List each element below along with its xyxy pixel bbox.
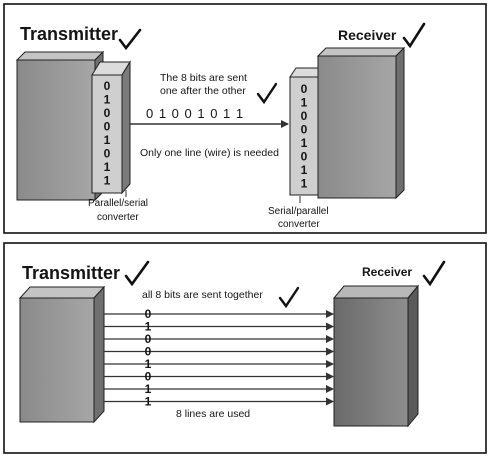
- check-icon: [124, 260, 150, 287]
- check-icon: [402, 22, 426, 49]
- parallel-transmitter-box: [18, 285, 106, 424]
- serial-rx-bit: 0: [301, 82, 308, 96]
- parallel-bit: 1: [145, 320, 152, 334]
- parallel-bit: 1: [145, 357, 152, 371]
- serial-line-bits: 0 1 0 0 1 0 1 1: [146, 106, 244, 121]
- serial-rx-converter-label-1: Serial/parallel: [268, 206, 329, 217]
- serial-rx-bit: 1: [301, 96, 308, 110]
- serial-rx-bit: 0: [301, 150, 308, 164]
- serial-note-line-2: one after the other: [160, 85, 246, 97]
- parallel-receiver-box: [332, 284, 420, 428]
- serial-tx-bit: 1: [104, 174, 111, 188]
- serial-rx-converter-label-2: converter: [278, 219, 320, 230]
- serial-tx-bit: 0: [104, 79, 111, 93]
- parallel-together-note: all 8 bits are sent together: [142, 289, 263, 301]
- serial-transmitter-title: Transmitter: [20, 24, 118, 44]
- serial-rx-converter: [289, 67, 325, 196]
- serial-tx-bit: 0: [104, 120, 111, 134]
- serial-rx-bit: 1: [301, 177, 308, 191]
- parallel-receiver-title: Receiver: [362, 265, 412, 279]
- serial-rx-bit: 1: [301, 136, 308, 150]
- serial-tx-converter-label-2: converter: [97, 212, 139, 223]
- serial-receiver-title: Receiver: [338, 27, 397, 43]
- serial-tx-converter-label-1: Parallel/serial: [88, 198, 148, 209]
- serial-wire-note: Only one line (wire) is needed: [140, 147, 279, 159]
- check-icon: [278, 286, 300, 309]
- serial-tx-bit: 1: [104, 133, 111, 147]
- parallel-bit: 0: [145, 370, 152, 384]
- parallel-transmitter-title: Transmitter: [22, 263, 120, 283]
- serial-tx-bit: 1: [104, 93, 111, 107]
- parallel-bit: 0: [145, 332, 152, 346]
- serial-tx-converter: [91, 60, 131, 195]
- check-icon: [118, 28, 142, 51]
- parallel-bit: 0: [145, 307, 152, 321]
- serial-transmitter-box: [15, 50, 105, 202]
- parallel-bit: 1: [145, 395, 152, 409]
- parallel-bit: 0: [145, 345, 152, 359]
- serial-receiver-box: [316, 46, 406, 200]
- serial-rx-bit: 0: [301, 123, 308, 137]
- parallel-bit: 1: [145, 382, 152, 396]
- check-icon: [256, 82, 278, 105]
- check-icon: [422, 260, 446, 287]
- serial-rx-bit: 1: [301, 163, 308, 177]
- serial-tx-bit: 1: [104, 160, 111, 174]
- parallel-lines-note: 8 lines are used: [176, 408, 250, 420]
- serial-note-line-1: The 8 bits are sent: [160, 72, 247, 84]
- serial-tx-bit: 0: [104, 147, 111, 161]
- serial-rx-bit: 0: [301, 109, 308, 123]
- serial-tx-bit: 0: [104, 106, 111, 120]
